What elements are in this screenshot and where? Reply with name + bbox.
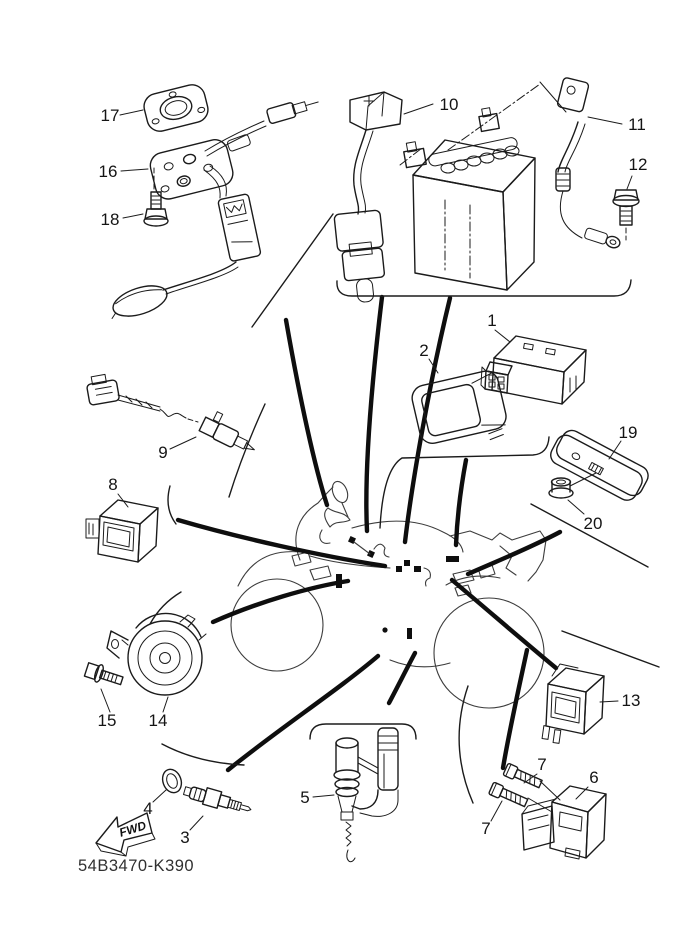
battery-group <box>333 77 640 303</box>
callout-9: 9 <box>158 443 167 462</box>
rectifier-group <box>488 763 607 860</box>
callout-1: 1 <box>487 311 496 330</box>
callout-6: 6 <box>589 768 598 787</box>
callout-11: 11 <box>628 115 646 134</box>
ring-terminal <box>584 227 621 249</box>
component-location-marks <box>336 536 459 639</box>
bolt-15-drawing <box>83 662 124 686</box>
spark-plug-group: FWD <box>95 768 252 857</box>
positive-cable-10-drawing <box>333 91 403 303</box>
reflector-group <box>548 429 649 501</box>
leader-lines <box>175 294 563 773</box>
callout-3: 3 <box>180 828 189 847</box>
callout-12: 12 <box>629 155 648 174</box>
bolt-12-drawing <box>612 189 640 241</box>
screws-7-drawing <box>488 763 561 813</box>
relay-8-drawing <box>85 499 159 563</box>
fwd-arrow-label: FWD <box>118 818 149 839</box>
battery-drawing <box>399 81 567 291</box>
nut-20-drawing <box>548 472 597 499</box>
cdi-unit-1-drawing <box>480 335 587 405</box>
callout-8: 8 <box>108 475 117 494</box>
gasket-17-drawing <box>143 84 209 132</box>
float <box>111 285 168 319</box>
motorcycle-sketch <box>230 480 547 709</box>
mirror-sketch <box>331 480 349 518</box>
callout-17: 17 <box>101 106 120 125</box>
callout-15: 15 <box>98 711 117 730</box>
fwd-arrow: FWD <box>95 812 156 857</box>
cover-2-drawing <box>411 370 507 445</box>
negative-cable-11-drawing <box>555 77 621 249</box>
relay-13-drawing <box>541 663 605 744</box>
o-ring-4-drawing <box>161 768 183 794</box>
horn-group <box>83 612 207 696</box>
spark-plug-3-drawing <box>182 786 252 812</box>
callout-20: 20 <box>584 514 603 533</box>
sender-connector <box>266 101 319 124</box>
callout-7a: 7 <box>537 755 546 774</box>
callout-5: 5 <box>300 788 309 807</box>
callout-13: 13 <box>622 691 641 710</box>
horn-14-drawing <box>106 612 207 696</box>
callout-10: 10 <box>440 95 459 114</box>
callout-2: 2 <box>419 341 428 360</box>
cdi-group <box>411 335 587 445</box>
plug-cap-5-drawing <box>333 727 399 863</box>
callout-labels: 17 16 18 10 11 12 1 2 19 20 9 8 13 15 14… <box>98 95 648 847</box>
sender-16-drawing <box>111 101 319 319</box>
divider-lines <box>149 213 660 804</box>
callout-7b: 7 <box>481 819 490 838</box>
fuel-sender-group <box>111 84 319 319</box>
callout-18: 18 <box>101 210 120 229</box>
reflector-19-drawing <box>550 429 649 501</box>
callout-19: 19 <box>619 423 638 442</box>
rectifier-6-drawing <box>521 785 607 860</box>
callout-4: 4 <box>143 799 152 818</box>
bolt-18-drawing <box>143 167 169 227</box>
callout-14: 14 <box>149 711 168 730</box>
part-code-label: 54B3470-K390 <box>78 857 194 875</box>
callout-16: 16 <box>99 162 118 181</box>
switch-9-drawing <box>86 373 255 451</box>
